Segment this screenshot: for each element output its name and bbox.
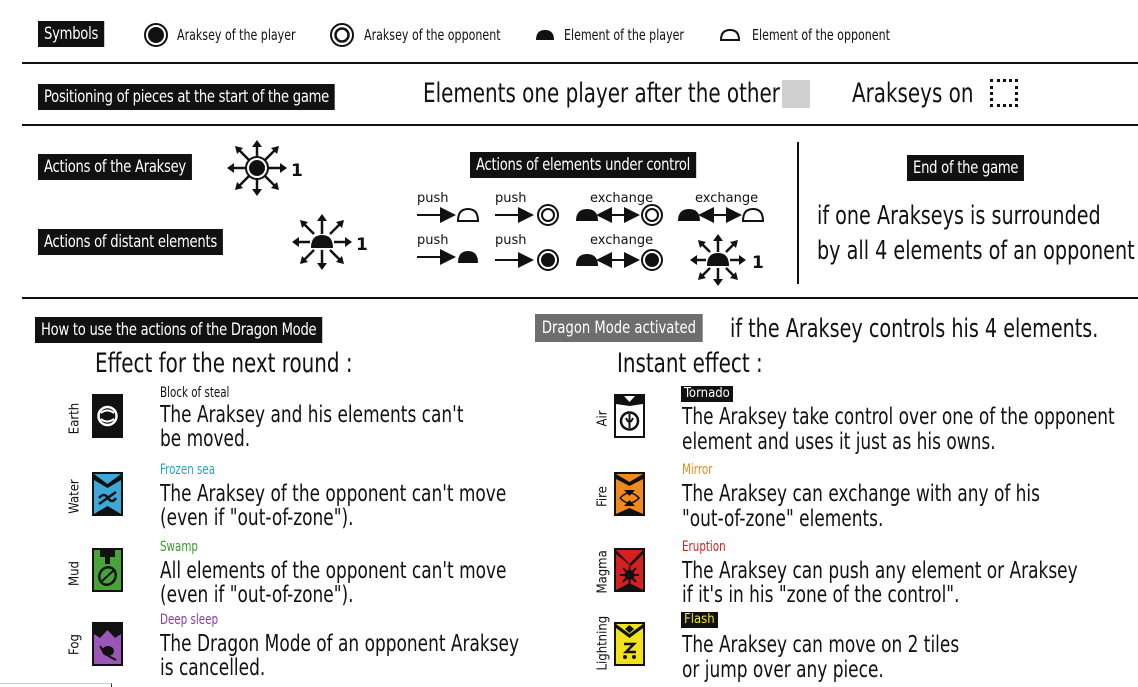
end-of-game-tag: End of the game [907,155,1025,181]
controlled-moves-count: 1 [752,253,764,273]
water-tile-icon [92,472,123,516]
symbol-label-araksey-opponent: Araksey of the opponent [364,26,501,44]
magma-tile-icon [614,548,645,592]
next-round-title: Effect for the next round : [95,348,353,379]
effect-desc-fog-2: is cancelled. [160,655,266,681]
symbol-label-araksey-player: Araksey of the player [177,26,296,44]
effect-desc-magma-1: The Araksey can push any element or Arak… [682,558,1078,584]
elements-zone-swatch [782,80,810,108]
element-name-fire: Fire [595,486,611,507]
earth-tile-icon [92,394,123,438]
element-name-mud: Mud [67,561,83,586]
effect-name-frozen-sea: Frozen sea [160,462,216,478]
effect-name-flash: Flash [681,612,718,628]
effect-desc-mud-1: All elements of the opponent can't move [160,558,507,584]
araksey-moves-icon: 1 [227,140,303,196]
actions-araksey-tag: Actions of the Araksey [38,154,192,180]
araksey-player-icon [144,23,168,47]
effect-desc-fire-2: "out-of-zone" elements. [682,506,884,532]
element-name-air: Air [595,410,611,427]
fire-tile-icon [614,472,645,516]
effect-desc-lightning-1: The Araksey can move on 2 tiles [682,632,960,658]
dragon-mode-activated-tag: Dragon Mode activated [535,314,703,342]
distant-moves-count: 1 [356,235,368,255]
effect-name-tornado: Tornado [681,386,733,402]
under-control-diagrams: push push exchange exchange push push ex… [417,191,765,271]
page-corner-fragment [0,683,112,687]
element-opponent-icon [719,28,741,41]
element-name-magma: Magma [595,550,611,594]
effect-desc-magma-2: if it's in his "zone of the control". [682,582,960,608]
positioning-tag: Positioning of pieces at the start of th… [38,84,336,110]
positioning-arakseys-text: Arakseys on [852,78,974,109]
effect-desc-lightning-2: or jump over any piece. [682,657,884,683]
effect-desc-earth-1: The Araksey and his elements can't [160,402,464,428]
araksey-opponent-icon [330,23,354,47]
element-name-lightning: Lightning [595,615,611,671]
effect-name-mirror: Mirror [682,462,713,478]
araksey-moves-count: 1 [291,161,303,181]
divider [22,62,1138,64]
fog-tile-icon [92,622,123,666]
action-label: push [417,191,449,206]
effect-desc-air-2: element and uses it just as his owns. [682,429,996,455]
action-label: push [495,233,527,248]
action-label: push [495,191,527,206]
effect-name-eruption: Eruption [682,539,726,555]
dragon-mode-activated-text: if the Araksey controls his 4 elements. [730,314,1099,344]
element-name-fog: Fog [67,634,83,655]
end-of-game-line-1: if one Arakseys is surrounded [817,201,1101,231]
end-of-game-line-2: by all 4 elements of an opponent [817,236,1135,266]
mud-tile-icon [92,548,123,592]
element-name-earth: Earth [67,402,83,435]
controlled-element-moves-icon: 1 [690,234,764,286]
positioning-elements-text: Elements one player after the other [423,78,780,109]
effect-desc-water-2: (even if "out-of-zone"). [160,505,354,531]
action-label: exchange [695,191,758,206]
effect-desc-air-1: The Araksey take control over one of the… [682,404,1115,430]
element-player-icon [536,30,554,40]
vertical-divider [797,142,799,284]
element-name-water: Water [67,479,83,514]
actions-distant-tag: Actions of distant elements [38,229,223,255]
divider [22,124,1138,126]
symbol-label-element-opponent: Element of the opponent [752,26,890,44]
effect-desc-mud-2: (even if "out-of-zone"). [160,582,354,608]
effect-name-swamp: Swamp [160,539,198,555]
instant-effect-title: Instant effect : [617,348,763,379]
lightning-tile-icon [614,622,645,666]
dragon-mode-tag: How to use the actions of the Dragon Mod… [35,317,323,343]
effect-desc-fire-1: The Araksey can exchange with any of his [682,481,1040,507]
effect-desc-fog-1: The Dragon Mode of an opponent Araksey [160,631,520,657]
air-tile-icon [614,394,645,438]
arakseys-zone-swatch [990,79,1018,107]
effect-name-deep-sleep: Deep sleep [160,612,219,628]
symbols-tag: Symbols [38,21,105,47]
divider [22,297,1138,299]
effect-name-block-of-steal: Block of steal [160,385,230,401]
action-label: push [417,233,449,248]
symbol-label-element-player: Element of the player [564,26,684,44]
action-label: exchange [590,191,653,206]
actions-under-control-tag: Actions of elements under control [470,152,697,178]
distant-element-moves-icon: 1 [292,214,368,270]
effect-desc-earth-2: be moved. [160,426,251,452]
action-label: exchange [590,233,653,248]
effect-desc-water-1: The Araksey of the opponent can't move [160,481,507,507]
